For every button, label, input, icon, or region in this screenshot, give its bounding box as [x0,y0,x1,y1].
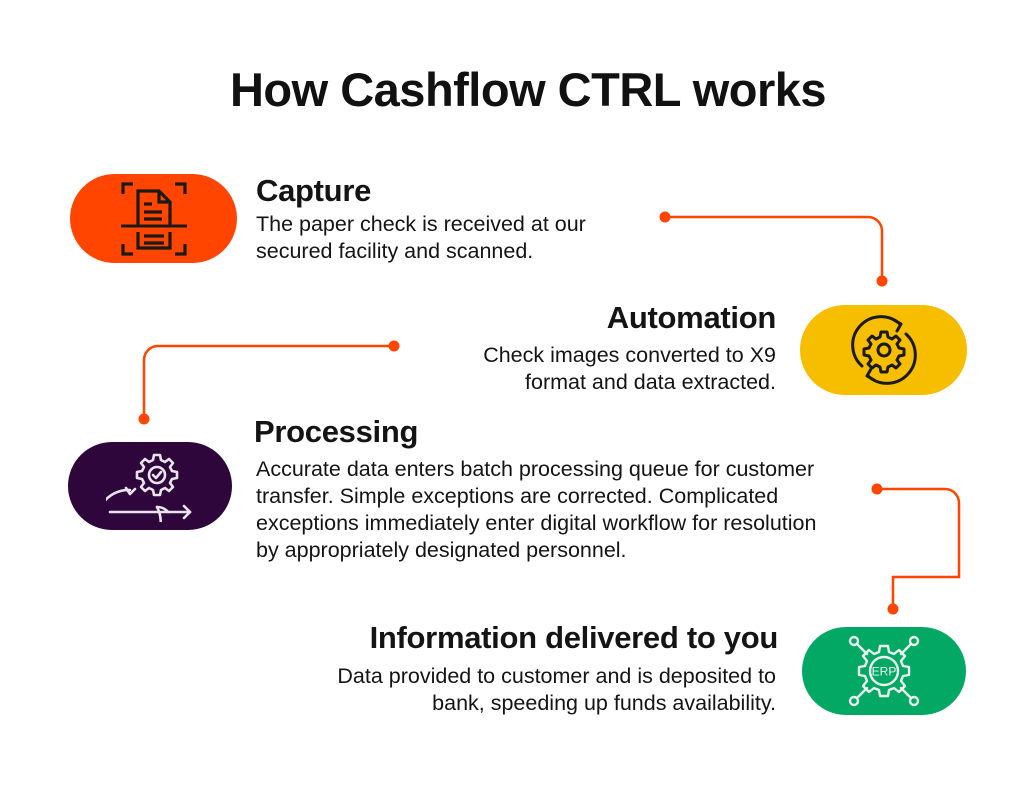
connector-dot [659,211,671,223]
connector-automation-processing [142,344,394,419]
step-description-capture: The paper check is received at our secur… [256,212,586,263]
connector-capture-automation [665,215,884,281]
step-title-automation: Automation [606,300,777,335]
connector-dot [887,603,899,615]
step-description-processing: Accurate data enters batch processing qu… [256,457,817,562]
connector-dot [138,413,150,425]
gear-check-process-icon [106,453,192,522]
delivery-pill: ERP [802,627,966,715]
processing-pill [68,442,232,530]
gear-sync-icon [850,315,917,385]
connector-dot [388,340,400,352]
connector-dot [876,275,888,287]
step-title-capture: Capture [256,173,372,208]
connector-dot [871,483,883,495]
erp-gear-icon: ERP [848,635,920,707]
step-title-delivery: Information delivered to you [369,620,779,655]
capture-pill [70,174,237,263]
page-title: How Cashflow CTRL works [229,63,827,116]
erp-label: ERP [872,665,897,679]
step-description-automation: Check images converted to X9 format and … [483,343,776,394]
connector-processing-delivery [877,487,961,609]
automation-pill [800,305,967,395]
step-title-processing: Processing [254,414,419,449]
document-scan-icon [120,181,187,256]
step-description-delivery: Data provided to customer and is deposit… [337,664,776,715]
